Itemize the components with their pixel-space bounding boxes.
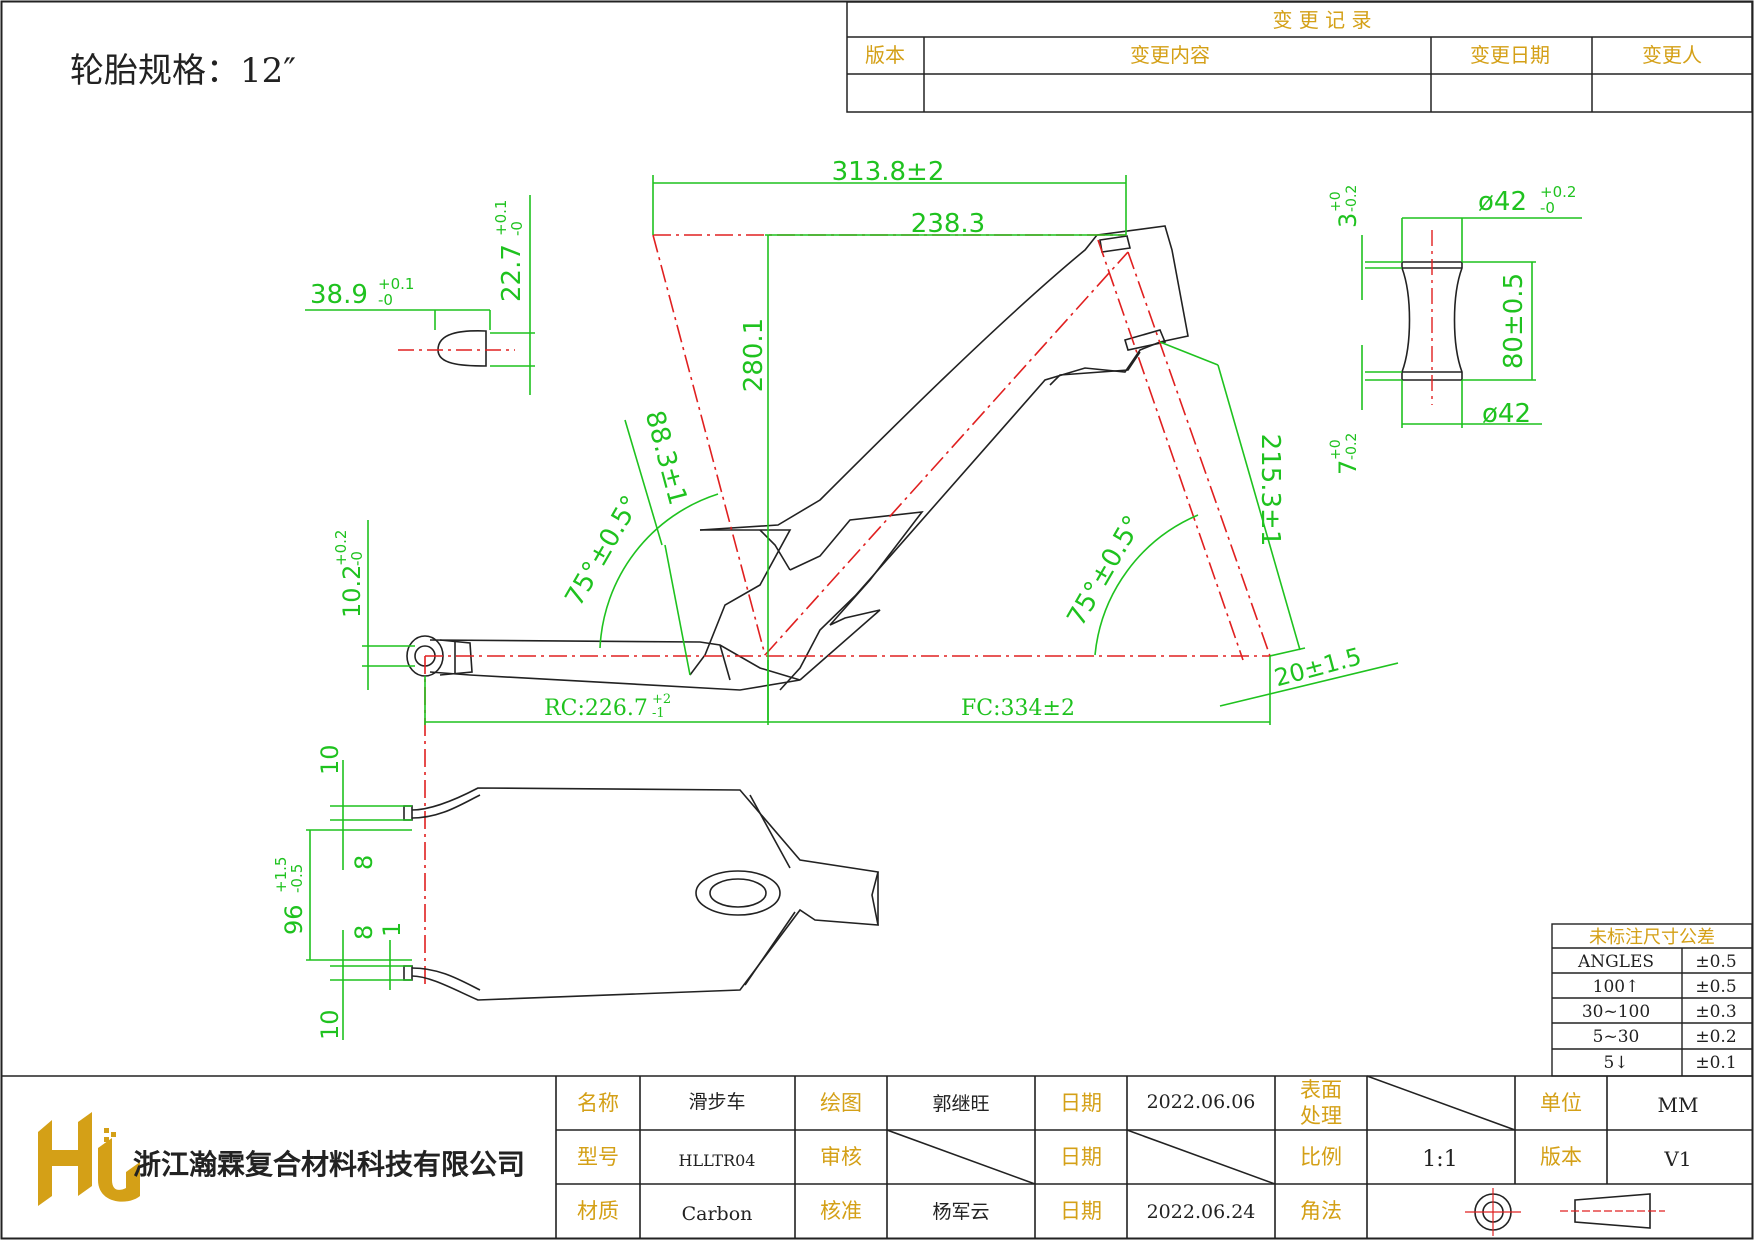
tolerance-label: ANGLES [1577, 952, 1654, 972]
dim-rear-10-top: 10 [316, 744, 344, 775]
projection-symbol [1465, 1188, 1665, 1236]
tolerance-label: 100↑ [1593, 977, 1640, 997]
dim-dropout: 10.2 [338, 565, 366, 618]
dim-rear-96-plus: +1.5 [272, 857, 290, 893]
change-header-person: 变更人 [1642, 43, 1702, 67]
tolerance-value: ±0.5 [1695, 977, 1736, 997]
dim-rc-plus: +2 [652, 692, 671, 707]
label-date-3: 日期 [1060, 1199, 1102, 1223]
label-scale: 比例 [1300, 1145, 1342, 1169]
tolerance-label: 30~100 [1582, 1002, 1650, 1022]
label-version: 版本 [1540, 1145, 1582, 1169]
title-block-values: 滑步车 HLLTR04 Carbon 郭继旺 杨军云 2022.06.06 20… [679, 1091, 1699, 1225]
change-header-version: 版本 [865, 43, 905, 67]
value-date-1: 2022.06.06 [1147, 1091, 1256, 1113]
label-drawer: 绘图 [820, 1091, 862, 1115]
headtube-detail [1361, 217, 1582, 428]
rear-plan-dimensions [306, 760, 412, 1040]
dim-height: 280.1 [739, 318, 769, 392]
tolerance-value: ±0.1 [1695, 1053, 1736, 1073]
dim-rear-1: 1 [378, 922, 406, 937]
value-material: Carbon [682, 1203, 753, 1225]
frame-side-view [406, 225, 1189, 691]
dim-ht-cup-top-minus: -0.2 [1344, 185, 1360, 212]
value-date-3: 2022.06.24 [1147, 1201, 1256, 1223]
rear-plan-view [403, 787, 879, 1001]
dim-top-inner: 238.3 [911, 209, 985, 239]
dim-dropout-minus: -0 [348, 551, 366, 566]
value-scale: 1:1 [1422, 1147, 1457, 1172]
value-version: V1 [1663, 1147, 1691, 1171]
title-block [1, 1075, 1752, 1238]
tolerance-value: ±0.2 [1695, 1027, 1736, 1047]
dim-rear-96-minus: -0.5 [288, 864, 306, 893]
value-name: 滑步车 [688, 1091, 745, 1113]
label-approve: 核准 [820, 1199, 862, 1223]
tolerance-label: 5~30 [1593, 1027, 1640, 1047]
frame-dimensions [305, 175, 1399, 725]
dim-rc-minus: -1 [652, 706, 665, 721]
dim-rear-96: 96 [280, 904, 308, 935]
dim-rear-8-top: 8 [350, 855, 378, 870]
dim-rc: RC:226.7 [544, 696, 648, 721]
change-header-date: 变更日期 [1470, 43, 1550, 67]
value-drawer: 郭继旺 [932, 1093, 989, 1115]
dim-slot-height-plus: +0.1 [492, 200, 510, 236]
dim-bb-drop: 20±1.5 [1271, 642, 1364, 692]
tire-spec: 轮胎规格：12″ [70, 51, 296, 91]
dim-headtube-length: 215.3±1 [1255, 434, 1285, 547]
tolerance-label: 5↓ [1603, 1053, 1628, 1073]
dim-slot-width-minus: -0 [378, 291, 393, 309]
dim-slot-height: 22.7 [497, 244, 527, 302]
dim-ht-cup-top: 3 [1334, 213, 1362, 228]
dim-ht-dia-top-plus: +0.2 [1540, 183, 1576, 201]
dimension-labels: 313.8±2 238.3 280.1 215.3±1 88.3±1 75°±0… [272, 157, 1576, 1040]
label-angle-method: 角法 [1300, 1199, 1342, 1223]
change-record-table [846, 1, 1753, 113]
value-model: HLLTR04 [679, 1151, 756, 1170]
dim-slot-width: 38.9 [310, 280, 368, 310]
value-unit: MM [1658, 1093, 1699, 1117]
tolerance-rows: ANGLES ±0.5 100↑ ±0.5 30~100 ±0.3 5~30 ±… [1577, 952, 1737, 1073]
title-block-labels: 名称 型号 材质 绘图 审核 核准 日期 日期 日期 表面 处理 比例 角法 单… [577, 1078, 1582, 1223]
tolerance-value: ±0.3 [1695, 1002, 1736, 1022]
label-review: 审核 [820, 1145, 862, 1169]
dim-seat-angle: 75°±0.5° [560, 491, 647, 612]
label-material: 材质 [577, 1199, 619, 1223]
label-surface-1: 表面 [1300, 1078, 1342, 1102]
dim-dropout-plus: +0.2 [332, 530, 350, 566]
dim-ht-cup-top-plus: +0 [1328, 191, 1344, 212]
dim-fc: FC:334±2 [961, 696, 1075, 721]
label-date-2: 日期 [1060, 1145, 1102, 1169]
dim-ht-dia-bottom: ø42 [1482, 399, 1531, 429]
company-name: 浙江瀚霖复合材料科技有限公司 [133, 1148, 525, 1181]
frame-centerlines [424, 234, 1271, 985]
dim-slot-width-plus: +0.1 [378, 275, 414, 293]
dim-ht-dia-top: ø42 [1478, 187, 1527, 217]
dim-top-length: 313.8±2 [832, 157, 945, 187]
dim-ht-cup-bottom-plus: +0 [1328, 439, 1344, 460]
dim-ht-cup-bottom: 7 [1334, 460, 1362, 475]
change-record-title: 变 更 记 录 [1272, 8, 1371, 32]
dim-rear-8-bottom: 8 [350, 925, 378, 940]
label-unit: 单位 [1540, 1091, 1582, 1115]
dim-ht-dia-top-minus: -0 [1540, 199, 1555, 217]
change-header-content: 变更内容 [1130, 43, 1210, 67]
dim-ht-cup-bottom-minus: -0.2 [1344, 433, 1360, 460]
value-approver: 杨军云 [932, 1201, 989, 1223]
label-name: 名称 [577, 1091, 619, 1115]
tolerance-value: ±0.5 [1695, 952, 1736, 972]
label-surface-2: 处理 [1300, 1104, 1342, 1128]
dim-slot-height-minus: -0 [508, 221, 526, 236]
label-model: 型号 [577, 1145, 619, 1169]
dim-rear-10-bottom: 10 [316, 1009, 344, 1040]
tolerance-title: 未标注尺寸公差 [1589, 927, 1715, 948]
dim-ht-length: 80±0.5 [1499, 273, 1529, 369]
company-logo [38, 1112, 140, 1206]
slot-detail [398, 330, 515, 367]
label-date-1: 日期 [1060, 1091, 1102, 1115]
